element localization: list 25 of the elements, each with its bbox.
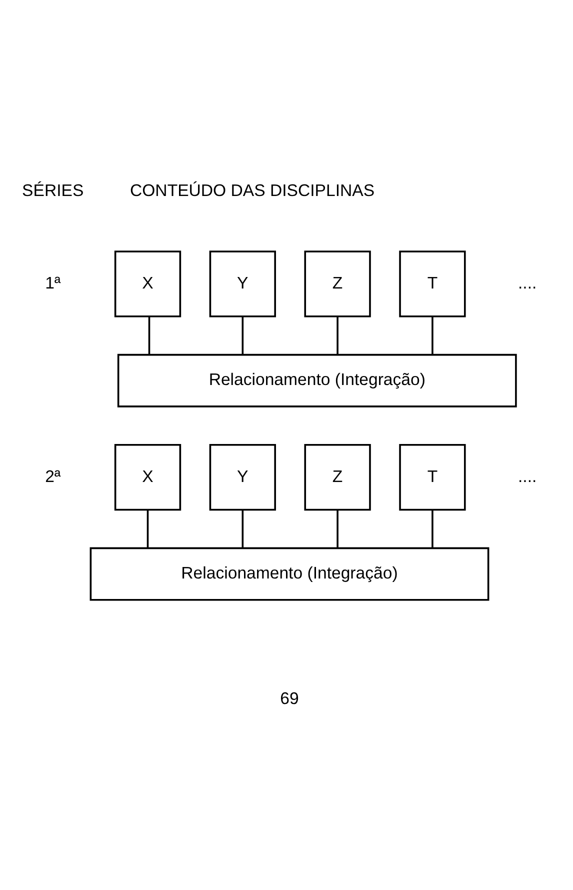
connector <box>432 316 434 354</box>
connector <box>146 510 149 548</box>
connector <box>242 316 244 354</box>
label: CONTEÚDO DAS DISCIPLINAS <box>130 180 375 200</box>
node-box: T <box>399 250 466 317</box>
label: .... <box>518 272 537 292</box>
node-box: X <box>114 444 182 510</box>
label: 1ª <box>45 272 61 292</box>
connector <box>432 510 434 548</box>
node-box: Z <box>304 444 371 510</box>
node-box: Y <box>209 444 276 510</box>
node-box: X <box>114 250 182 317</box>
label: SÉRIES <box>22 180 84 200</box>
node-box: Y <box>209 250 276 317</box>
label: .... <box>518 466 537 486</box>
connector <box>336 316 338 354</box>
connector <box>242 510 244 548</box>
connector <box>148 316 150 354</box>
node-box: T <box>399 444 466 510</box>
node-box: Z <box>304 250 371 317</box>
label: 69 <box>280 688 299 708</box>
node-box: Relacionamento (Integração) <box>90 546 490 600</box>
node-box: Relacionamento (Integração) <box>117 353 517 407</box>
label: 2ª <box>45 466 61 486</box>
connector <box>336 510 338 548</box>
